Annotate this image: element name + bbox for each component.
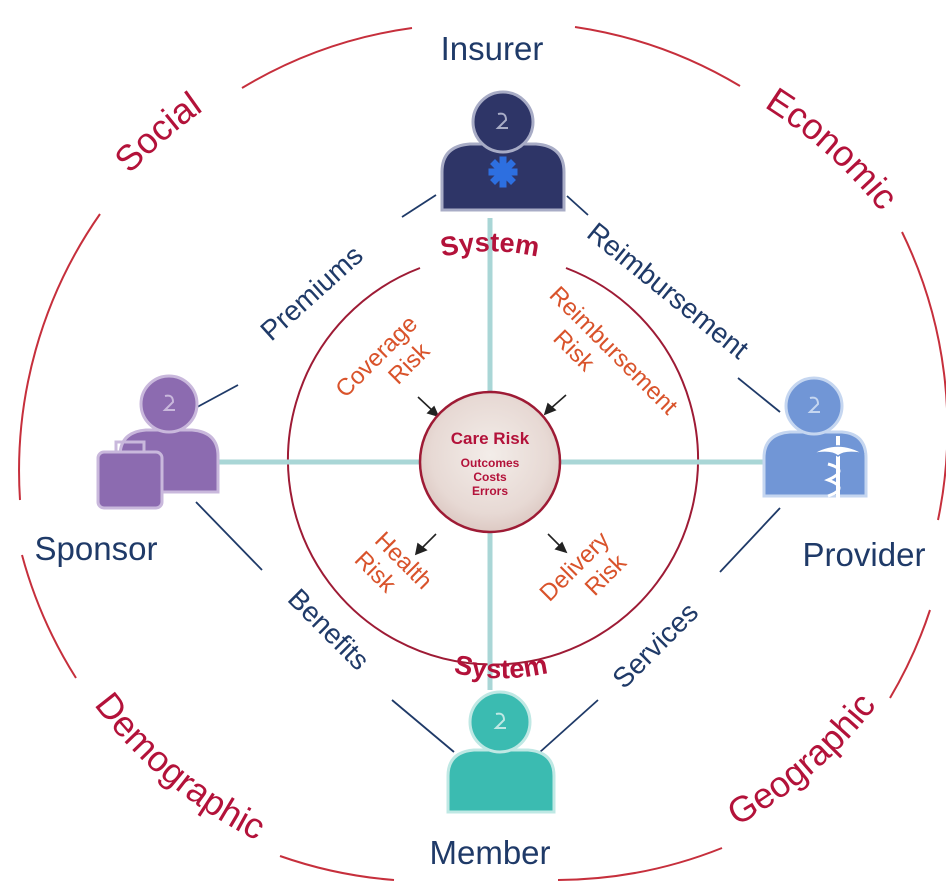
flow-label-services: Services <box>606 596 704 694</box>
role-label-provider: Provider <box>803 536 926 573</box>
care-risk-circle: Care Risk Outcomes Costs Errors <box>418 390 562 534</box>
context-label-economic: Economic <box>759 79 906 217</box>
risk-label-coverage: Coverage Risk <box>330 310 436 403</box>
sponsor-icon <box>96 374 220 510</box>
risk-label-health: Health Risk <box>349 527 437 599</box>
insurer-icon <box>440 90 566 212</box>
care-risk-item: Costs <box>473 470 507 484</box>
outer-ring <box>18 26 946 881</box>
risk-arrows <box>414 394 568 556</box>
provider-icon <box>762 376 868 508</box>
care-risk-item: Outcomes <box>461 456 520 470</box>
care-risk-item: Errors <box>472 484 508 498</box>
context-label-demographic: Demographic <box>87 684 272 847</box>
context-label-social: Social <box>106 83 208 180</box>
care-risk-title: Care Risk <box>451 429 530 448</box>
system-label-bottom: System <box>452 649 550 684</box>
inner-ring <box>287 267 699 666</box>
role-label-sponsor: Sponsor <box>35 530 158 567</box>
risk-label-reimbursement: Reimbursement Risk <box>544 281 683 420</box>
role-label-member: Member <box>429 834 550 871</box>
role-label-insurer: Insurer <box>441 30 544 67</box>
flow-label-premiums: Premiums <box>254 239 368 346</box>
context-label-geographic: Geographic <box>720 685 883 833</box>
member-icon <box>446 690 556 814</box>
risk-label-delivery: Delivery Risk <box>535 527 633 607</box>
flow-label-benefits: Benefits <box>282 583 375 676</box>
